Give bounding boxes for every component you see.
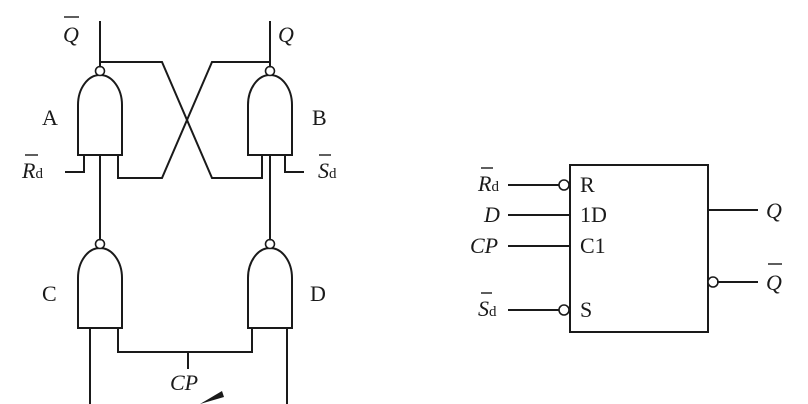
symbol-q-label: Q <box>766 198 782 223</box>
gate-b-output-bubble <box>264 65 276 77</box>
gate-d-label: D <box>310 281 326 306</box>
nand-gate-d <box>247 247 293 329</box>
symbol-sd-sub: d <box>489 304 497 320</box>
pin-s-label: S <box>580 297 592 322</box>
r-pin-inversion-bubble <box>558 179 570 191</box>
symbol-d-label: D <box>483 202 500 227</box>
gate-a-output-bubble <box>94 65 106 77</box>
rd-label-main: R <box>21 158 36 183</box>
cross-wire-qbar-to-b <box>99 61 263 179</box>
pin-c1-label: C1 <box>580 233 606 258</box>
symbol-sd-label: Sd <box>478 296 497 321</box>
gate-a-label: A <box>42 105 58 130</box>
d-flip-flop-symbol-box <box>569 164 709 333</box>
sd-input-label: Sd <box>318 158 337 183</box>
s-pin-inversion-bubble <box>558 304 570 316</box>
symbol-rd-main: R <box>477 171 492 196</box>
pin-r-label: R <box>580 172 595 197</box>
symbol-cp-label: CP <box>470 233 498 258</box>
symbol-sd-main: S <box>478 296 489 321</box>
cross-wire-q-to-a <box>117 61 271 179</box>
partial-arrow-mark <box>200 391 224 404</box>
sd-input-wire <box>284 154 304 173</box>
cp-clock-wire <box>117 327 253 369</box>
nand-gate-a <box>77 74 123 156</box>
rd-input-label: Rd <box>21 158 43 183</box>
gate-b-label: B <box>312 105 327 130</box>
gate-d-output-bubble <box>264 238 276 250</box>
sd-label-sub: d <box>329 166 337 182</box>
q-output-label: Q <box>278 22 294 47</box>
gate-c-label: C <box>42 281 57 306</box>
rd-label-sub: d <box>35 166 43 182</box>
rd-input-wire <box>65 154 85 173</box>
gate-c-output-bubble <box>94 238 106 250</box>
nand-gate-c <box>77 247 123 329</box>
q-bar-pin-inversion-bubble <box>707 276 719 288</box>
symbol-q-bar-label: Q <box>766 270 782 295</box>
symbol-rd-label: Rd <box>477 171 499 196</box>
q-bar-output-label: Q <box>63 22 79 47</box>
pin-1d-label: 1D <box>580 202 607 227</box>
sd-label-main: S <box>318 158 329 183</box>
cp-label: CP <box>170 370 198 395</box>
symbol-rd-sub: d <box>491 179 499 195</box>
nand-gate-b <box>247 74 293 156</box>
